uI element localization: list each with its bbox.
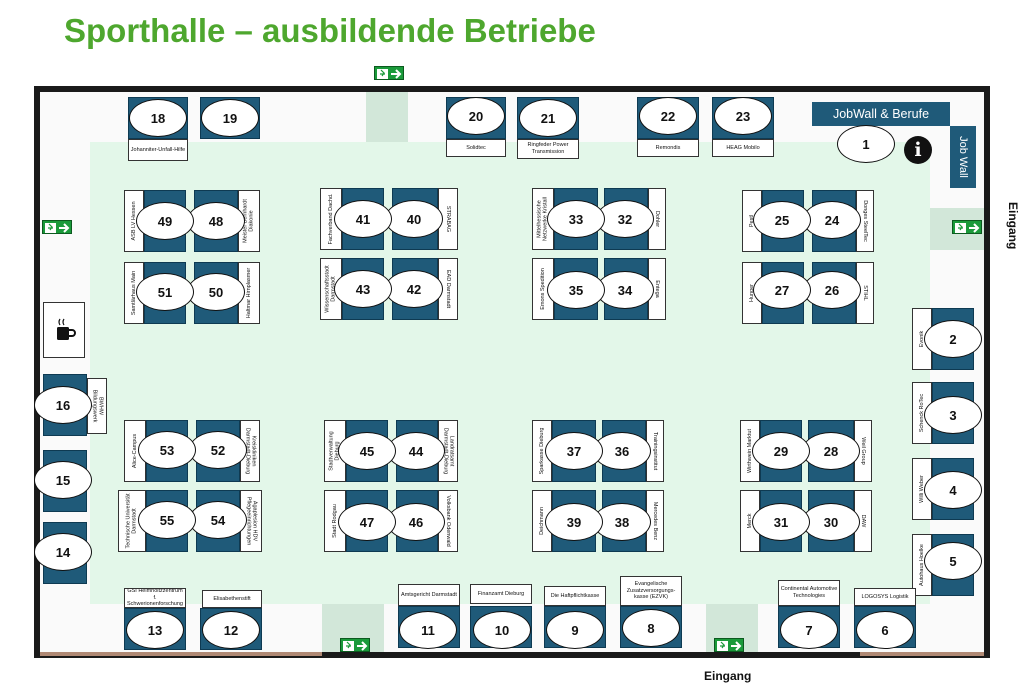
stand-label-text-16: BWHW Bildungswerk bbox=[91, 389, 104, 423]
page-title: Sporthalle – ausbildende Betriebe bbox=[64, 12, 596, 49]
stand-number-38[interactable]: 38 bbox=[593, 503, 651, 541]
stand-number-8[interactable]: 8 bbox=[622, 609, 680, 647]
stand-label-8: Evangelische Zusatzversorgungs-kasse (EZ… bbox=[620, 576, 682, 606]
stand-number-27[interactable]: 27 bbox=[753, 271, 811, 309]
exit-sign-icon bbox=[374, 66, 404, 80]
stand-number-53[interactable]: 53 bbox=[138, 431, 196, 469]
coffee-icon bbox=[43, 302, 85, 358]
stand-label-text-46: Volksbank Odenwald bbox=[445, 495, 452, 547]
stand-number-55[interactable]: 55 bbox=[138, 501, 196, 539]
stand-number-12[interactable]: 12 bbox=[202, 611, 260, 649]
stand-label-6: LOGOSYS Logistik bbox=[854, 588, 916, 606]
door-area-top bbox=[366, 92, 408, 142]
stand-number-23[interactable]: 23 bbox=[714, 97, 772, 135]
floor-edge-left bbox=[40, 652, 322, 656]
info-icon[interactable]: i bbox=[904, 136, 932, 164]
stand-label-text-32: Dohler bbox=[654, 210, 661, 228]
stand-number-48[interactable]: 48 bbox=[187, 202, 245, 240]
stand-number-19[interactable]: 19 bbox=[201, 99, 259, 137]
stand-number-28[interactable]: 28 bbox=[802, 432, 860, 470]
exit-sign-icon bbox=[42, 220, 72, 234]
stand-number-16[interactable]: 16 bbox=[34, 386, 92, 424]
stand-label-text-26: STIHL bbox=[862, 285, 869, 301]
stand-label-text-28: Weil Group bbox=[860, 437, 867, 465]
stand-number-24[interactable]: 24 bbox=[803, 201, 861, 239]
stand-number-4[interactable]: 4 bbox=[924, 471, 982, 509]
stand-number-44[interactable]: 44 bbox=[387, 432, 445, 470]
stand-number-5[interactable]: 5 bbox=[924, 542, 982, 580]
stand-number-14[interactable]: 14 bbox=[34, 533, 92, 571]
stand-label-text-36: Trainingsinstitut bbox=[652, 431, 659, 471]
stand-number-2[interactable]: 2 bbox=[924, 320, 982, 358]
stand-number-40[interactable]: 40 bbox=[385, 200, 443, 238]
stand-label-text-24: Donges SteelTec bbox=[862, 200, 869, 242]
stand-label-text-55: Technische Universität Darmstadt bbox=[125, 493, 138, 549]
stand-number-1[interactable]: 1 bbox=[837, 125, 895, 163]
stand-number-51[interactable]: 51 bbox=[136, 273, 194, 311]
stand-number-45[interactable]: 45 bbox=[338, 432, 396, 470]
stand-number-9[interactable]: 9 bbox=[546, 611, 604, 649]
stand-number-10[interactable]: 10 bbox=[473, 611, 531, 649]
jobwall-side: Job Wall bbox=[950, 126, 976, 188]
stand-label-20: Solidtec bbox=[446, 139, 506, 157]
stand-number-3[interactable]: 3 bbox=[924, 396, 982, 434]
jobwall-side-label: Job Wall bbox=[957, 136, 969, 178]
stand-number-22[interactable]: 22 bbox=[639, 97, 697, 135]
stand-label-21: Ringfeder Power Transmission bbox=[517, 139, 579, 159]
stand-number-41[interactable]: 41 bbox=[334, 200, 392, 238]
stand-number-52[interactable]: 52 bbox=[189, 431, 247, 469]
floor-edge-right bbox=[860, 652, 984, 656]
stand-label-10: Finanzamt Dieburg bbox=[470, 584, 532, 604]
stand-number-18[interactable]: 18 bbox=[129, 99, 187, 137]
stand-label-18: Johanniter-Unfall-Hilfe bbox=[128, 139, 188, 161]
stand-number-49[interactable]: 49 bbox=[136, 202, 194, 240]
jobwall-banner: JobWall & Berufe bbox=[812, 102, 950, 126]
stand-label-22: Remondis bbox=[637, 139, 699, 157]
stand-number-37[interactable]: 37 bbox=[545, 432, 603, 470]
stand-number-15[interactable]: 15 bbox=[34, 461, 92, 499]
stand-label-9: Die Haftpflichtkasse bbox=[544, 586, 606, 606]
entrance-label-bottom: Eingang bbox=[704, 669, 752, 683]
stand-number-11[interactable]: 11 bbox=[399, 611, 457, 649]
exit-sign-icon bbox=[714, 638, 744, 652]
exit-sign-icon bbox=[952, 220, 982, 234]
stand-number-13[interactable]: 13 bbox=[126, 611, 184, 649]
stand-number-43[interactable]: 43 bbox=[334, 270, 392, 308]
stand-label-23: HEAG Mobilo bbox=[712, 139, 774, 157]
stand-label-text-38: Mercedes Benz bbox=[652, 501, 659, 541]
stand-label-text-40: STRABAG bbox=[445, 205, 452, 233]
stand-label-text-34: Entega bbox=[654, 280, 661, 298]
stand-label-text-35: Emons Spedition bbox=[539, 268, 546, 310]
stand-label-text-30: DAW bbox=[860, 514, 867, 528]
stand-number-39[interactable]: 39 bbox=[545, 503, 603, 541]
stand-number-29[interactable]: 29 bbox=[752, 432, 810, 470]
stand-label-12: Elisabethenstift bbox=[202, 590, 262, 608]
entrance-label-right: Eingang bbox=[1006, 202, 1020, 250]
stand-number-26[interactable]: 26 bbox=[803, 271, 861, 309]
stand-number-50[interactable]: 50 bbox=[187, 273, 245, 311]
stand-number-21[interactable]: 21 bbox=[519, 99, 577, 137]
stand-label-7: Continental Automotive Technologies bbox=[778, 580, 840, 606]
exit-sign-icon bbox=[340, 638, 370, 652]
stand-label-text-42: EAD Darmstadt bbox=[445, 269, 452, 309]
stand-number-6[interactable]: 6 bbox=[856, 611, 914, 649]
stand-number-31[interactable]: 31 bbox=[752, 503, 810, 541]
stand-number-42[interactable]: 42 bbox=[385, 270, 443, 308]
stand-number-20[interactable]: 20 bbox=[447, 97, 505, 135]
stand-label-11: Amtsgericht Darmstadt bbox=[398, 584, 460, 606]
stand-number-30[interactable]: 30 bbox=[802, 503, 860, 541]
stand-number-25[interactable]: 25 bbox=[753, 201, 811, 239]
stand-number-33[interactable]: 33 bbox=[547, 200, 605, 238]
stand-number-7[interactable]: 7 bbox=[780, 611, 838, 649]
stand-number-47[interactable]: 47 bbox=[338, 503, 396, 541]
stand-number-54[interactable]: 54 bbox=[189, 501, 247, 539]
stand-label-13: GSI Helmholtzzentrum f. Schwerionenforsc… bbox=[124, 588, 186, 608]
stand-label-text-50: Haltmar Hirnplasmer bbox=[245, 267, 252, 319]
stand-number-35[interactable]: 35 bbox=[547, 271, 605, 309]
